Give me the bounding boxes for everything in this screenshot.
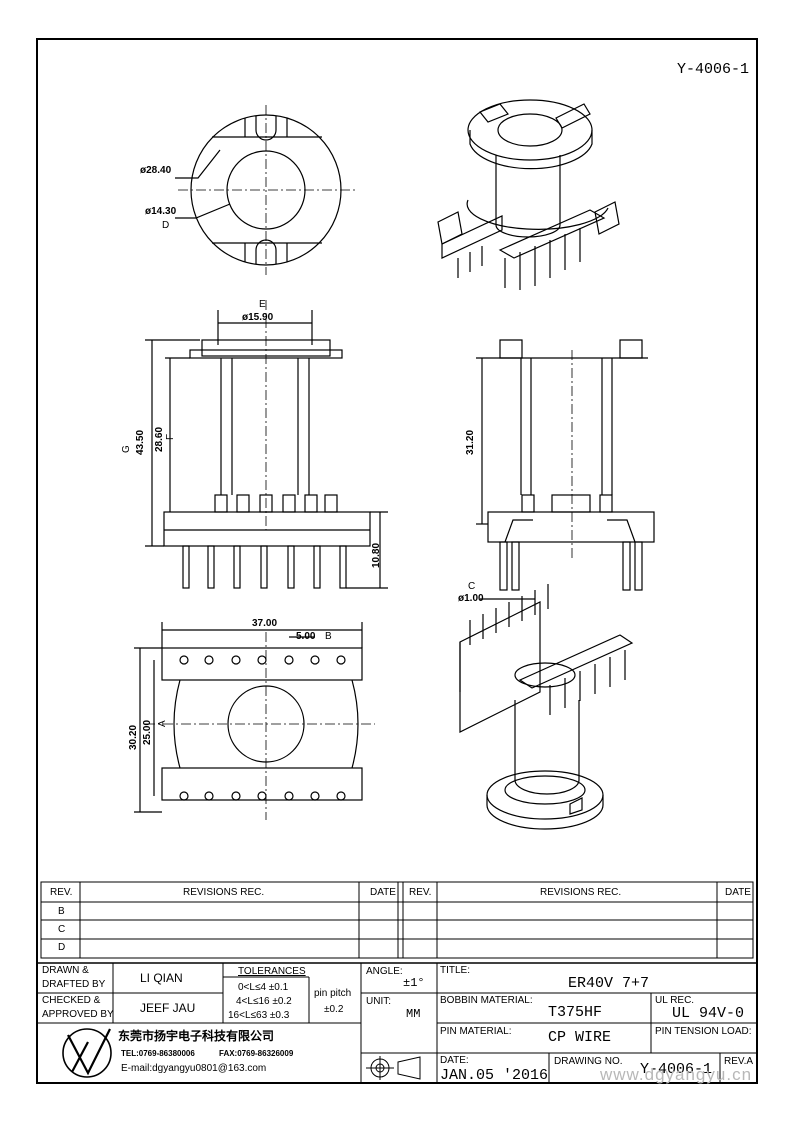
angle-label: ANGLE: xyxy=(366,966,403,977)
pin-pitch-value: ±0.2 xyxy=(324,1004,344,1015)
drawn-name: LI QIAN xyxy=(140,971,183,985)
checked-label-2: APPROVED BY xyxy=(42,1009,114,1020)
rec-header-right: REVISIONS REC. xyxy=(540,887,622,898)
dim-height-total: 43.50 xyxy=(135,429,146,455)
rev-row-c: C xyxy=(58,924,66,935)
watermark: www.dgyangyu.cn xyxy=(600,1065,753,1084)
iso-view-top xyxy=(437,99,620,290)
tolerance-2: 4<L≤16 ±0.2 xyxy=(236,996,292,1007)
title-label: TITLE: xyxy=(440,965,471,976)
rev-row-b: B xyxy=(58,906,65,917)
date-value: JAN.05 '2016 xyxy=(440,1067,549,1084)
ul-rec-value: UL 94V-0 xyxy=(672,1005,745,1022)
pin-tension-label: PIN TENSION LOAD: xyxy=(655,1026,752,1037)
unit-value: MM xyxy=(406,1007,421,1021)
dim-width-total: 30.20 xyxy=(128,724,139,750)
date-label: DATE: xyxy=(440,1055,469,1066)
tolerance-1: 0<L≤4 ±0.1 xyxy=(238,982,289,993)
title-block-lines xyxy=(37,881,757,1083)
angle-value: ±1° xyxy=(403,976,425,990)
marker-g: G xyxy=(121,445,132,453)
dim-base-height: 10.80 xyxy=(371,542,382,568)
rev-label: REV.A xyxy=(724,1056,754,1067)
rev-row-d: D xyxy=(58,942,66,953)
top-view xyxy=(175,105,355,275)
dim-side-height: 31.20 xyxy=(465,429,476,455)
dim-height-inner: 28.60 xyxy=(154,426,165,452)
title-value: ER40V 7+7 xyxy=(568,975,650,992)
side-view xyxy=(476,339,655,600)
dim-width-inner: 25.00 xyxy=(142,719,153,745)
bobbin-material-value: T375HF xyxy=(548,1004,603,1021)
marker-b: B xyxy=(325,631,332,642)
rev-header-right: REV. xyxy=(409,887,432,898)
front-view xyxy=(145,300,388,589)
rec-header-left: REVISIONS REC. xyxy=(183,887,265,898)
pin-material-value: CP WIRE xyxy=(548,1029,612,1046)
marker-a: A xyxy=(157,720,168,727)
dim-pin-pitch: 5.00 xyxy=(296,631,316,642)
checked-label-1: CHECKED & xyxy=(42,995,101,1006)
drawn-label-1: DRAWN & xyxy=(42,965,89,976)
checked-name: JEEF JAU xyxy=(140,1001,196,1015)
rev-header-left: REV. xyxy=(50,887,73,898)
bottom-view xyxy=(134,622,375,820)
company-logo xyxy=(62,1028,112,1078)
company-tel: TEL:0769-86380006 xyxy=(121,1049,195,1058)
tolerance-3: 16<L≤63 ±0.3 xyxy=(228,1010,290,1021)
tolerances-title: TOLERANCES xyxy=(238,966,306,977)
date-header-right: DATE xyxy=(725,887,751,898)
dim-d2: ø14.30 xyxy=(145,206,177,217)
drawing-no-label: DRAWING NO. xyxy=(554,1056,623,1067)
dim-width-top: ø15.90 xyxy=(242,312,274,323)
iso-view-bottom xyxy=(459,584,634,830)
drawn-label-2: DRAFTED BY xyxy=(42,979,106,990)
marker-c: C xyxy=(468,581,476,592)
drawing-no-value: Y-4006-1 xyxy=(640,1061,713,1078)
dim-length: 37.00 xyxy=(252,618,278,629)
dim-pin-diameter: ø1.00 xyxy=(458,593,484,604)
marker-d: D xyxy=(162,220,170,231)
ul-rec-label: UL REC. xyxy=(655,995,695,1006)
company-email: E-mail:dgyangyu0801@163.com xyxy=(121,1063,267,1074)
dim-d1: ø28.40 xyxy=(140,165,172,176)
company-name-cn: 东莞市扬宇电子科技有限公司 xyxy=(118,1029,275,1043)
marker-f: F xyxy=(165,433,176,440)
sheet-border xyxy=(36,38,758,1084)
drawing-id: Y-4006-1 xyxy=(677,61,750,78)
pin-material-label: PIN MATERIAL: xyxy=(440,1026,512,1037)
marker-e: E xyxy=(259,299,266,310)
pin-pitch-label: pin pitch xyxy=(314,988,352,999)
company-fax: FAX:0769-86326009 xyxy=(219,1049,294,1058)
bobbin-material-label: BOBBIN MATERIAL: xyxy=(440,995,533,1006)
date-header-left: DATE xyxy=(370,887,396,898)
unit-label: UNIT: xyxy=(366,996,391,1007)
